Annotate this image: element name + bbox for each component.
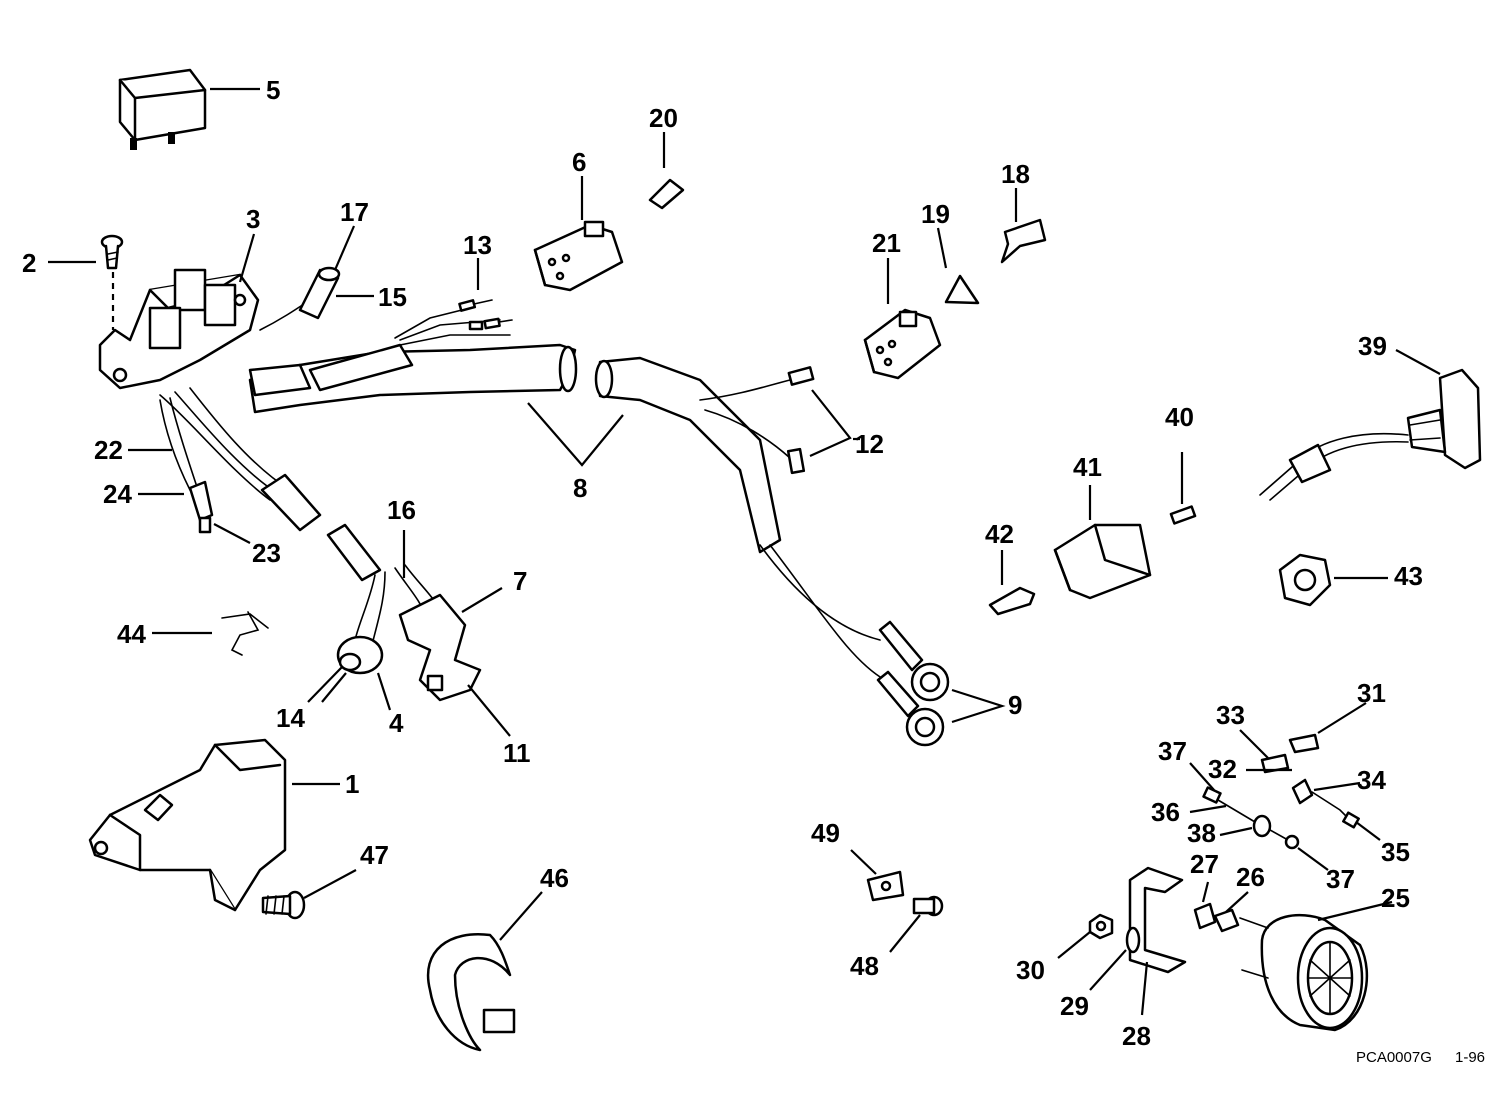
- terminals-part-13: [458, 299, 513, 331]
- strap-part-46: [426, 933, 516, 1052]
- grommet-part-4: [336, 635, 384, 675]
- label-part-19: 19: [921, 199, 950, 229]
- label-part-24: 24: [103, 479, 132, 509]
- label-part-39: 39: [1358, 331, 1387, 361]
- nut-part-30: [1088, 913, 1114, 940]
- label-part-26: 26: [1236, 862, 1265, 892]
- clip-part-49: [866, 870, 905, 902]
- wiring-harness-part: [159, 299, 886, 681]
- sensor-part-39: [1259, 368, 1482, 501]
- screw-part-47: [261, 890, 306, 920]
- label-part-28: 28: [1122, 1021, 1151, 1051]
- relay-part: [118, 68, 207, 150]
- label-part-11: 11: [503, 738, 531, 768]
- label-part-22: 22: [94, 435, 123, 465]
- washer-part-29: [1125, 926, 1141, 954]
- connector-part-7: [398, 593, 482, 702]
- label-part-46: 46: [540, 863, 569, 893]
- connector-part-21: [863, 308, 942, 380]
- bulb-part-26: [1213, 908, 1240, 933]
- label-part-5: 5: [266, 75, 280, 105]
- connector-part-41: [1053, 523, 1152, 600]
- label-part-1: 1: [345, 769, 359, 799]
- screw-part-2: [100, 234, 124, 330]
- label-part-23: 23: [252, 538, 281, 568]
- label-part-29: 29: [1060, 991, 1089, 1021]
- leader-lines: [48, 87, 1441, 1016]
- fuse-holder-part-24: [188, 480, 214, 534]
- label-part-32: 32: [1208, 754, 1237, 784]
- label-part-42: 42: [985, 519, 1014, 549]
- label-part-13: 13: [463, 230, 492, 260]
- clip-part-44: [221, 611, 269, 656]
- screw-part-48: [912, 895, 944, 917]
- label-part-47: 47: [360, 840, 389, 870]
- label-part-18: 18: [1001, 159, 1030, 189]
- label-part-37a: 37: [1158, 736, 1187, 766]
- hardware-parts-31-38: [1202, 733, 1360, 850]
- bracket-part-1: [88, 738, 287, 912]
- label-part-37b: 37: [1326, 864, 1355, 894]
- label-part-7: 7: [513, 566, 527, 596]
- label-part-44: 44: [117, 619, 146, 649]
- nut-part-43: [1278, 553, 1332, 607]
- label-part-20: 20: [649, 103, 678, 133]
- label-part-30: 30: [1016, 955, 1045, 985]
- drawing-revision: 1-96: [1455, 1049, 1485, 1066]
- label-part-36: 36: [1151, 797, 1180, 827]
- label-part-31: 31: [1357, 678, 1386, 708]
- pin-part-42: [988, 586, 1036, 616]
- bracket-part-28: [1128, 866, 1187, 974]
- ring-terminals-part-9: [876, 620, 950, 747]
- socket-part-27: [1193, 902, 1217, 930]
- pin-part-20: [648, 178, 685, 210]
- gauge-part-25: [1239, 913, 1369, 1032]
- part-number-labels: 5 2 3 17 15 13 6 20 18 19 21 8 12 22 24 …: [22, 75, 1423, 1051]
- label-part-8: 8: [573, 473, 587, 503]
- label-part-35: 35: [1381, 837, 1410, 867]
- label-part-12: 12: [855, 429, 884, 459]
- label-part-9: 9: [1008, 690, 1022, 720]
- connector-part-6: [533, 220, 624, 292]
- pin-part-18: [1000, 218, 1047, 264]
- label-part-38: 38: [1187, 818, 1216, 848]
- label-part-48: 48: [850, 951, 879, 981]
- label-part-41: 41: [1073, 452, 1102, 482]
- label-part-16: 16: [387, 495, 416, 525]
- label-part-2: 2: [22, 248, 36, 278]
- drawing-code: PCA0007G: [1356, 1049, 1432, 1066]
- label-part-3: 3: [246, 204, 260, 234]
- label-part-43: 43: [1394, 561, 1423, 591]
- label-part-6: 6: [572, 147, 586, 177]
- terminal-block-part: [98, 268, 260, 390]
- seal-part-19: [944, 274, 980, 305]
- label-part-34: 34: [1357, 765, 1386, 795]
- label-part-14: 14: [276, 703, 305, 733]
- label-part-27: 27: [1190, 849, 1219, 879]
- label-part-21: 21: [872, 228, 901, 258]
- boot-part-17: [298, 266, 341, 320]
- label-part-4: 4: [389, 708, 404, 738]
- terminal-part-40: [1169, 505, 1197, 525]
- label-part-49: 49: [811, 818, 840, 848]
- label-part-15: 15: [378, 282, 407, 312]
- label-part-40: 40: [1165, 402, 1194, 432]
- label-part-17: 17: [340, 197, 369, 227]
- label-part-25: 25: [1381, 883, 1410, 913]
- connectors-part-12: [786, 366, 815, 475]
- label-part-33: 33: [1216, 700, 1245, 730]
